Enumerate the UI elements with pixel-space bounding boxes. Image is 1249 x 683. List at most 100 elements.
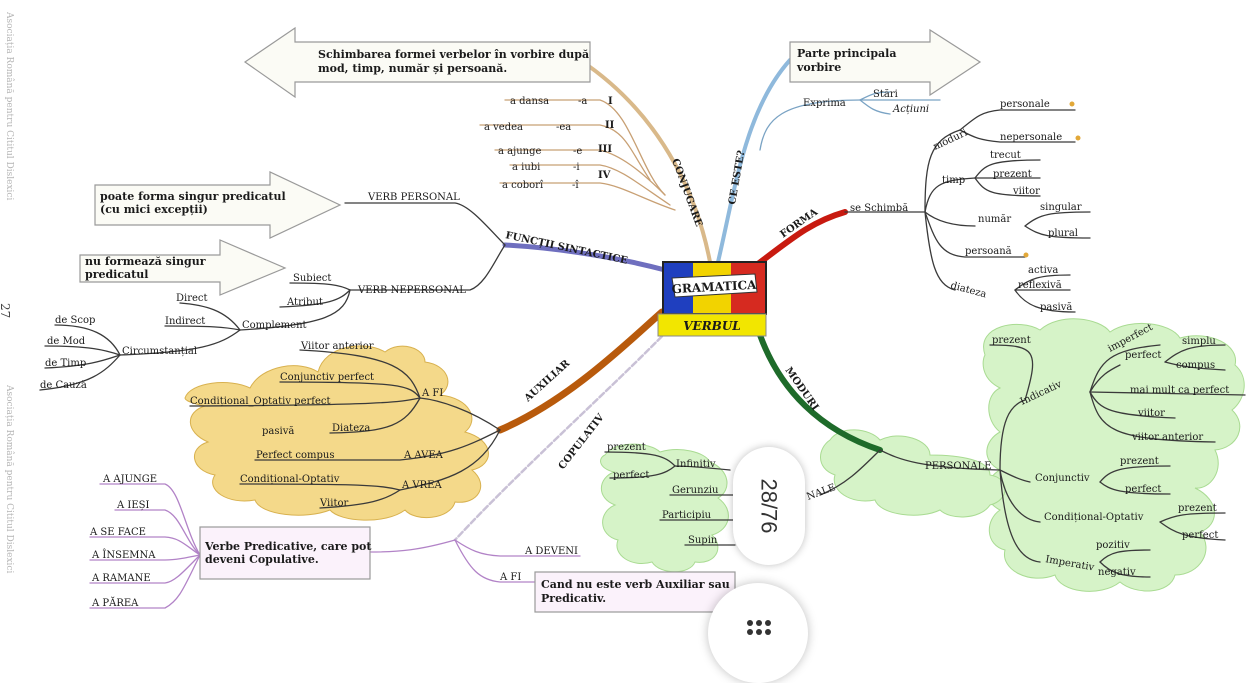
aux-perfect-compus: Perfect compus [256,450,334,461]
cop-verb-5: A RAMANE [91,573,151,584]
center-node: GRAMATICA VERBUL [657,261,767,337]
timp-trecut: trecut [990,150,1021,161]
ind-perfect: perfect [1125,350,1161,361]
conjunctiv-label: Conjunctiv [1035,473,1090,484]
cond-perfect: perfect [1182,530,1218,541]
branch-ce-este [716,58,792,264]
aux-a-fi: A FI [421,388,443,399]
center-subtitle: VERBUL [683,319,740,333]
sub-branches [39,59,1246,609]
nepersonal-note-line2: predicatul [85,268,148,281]
mind-map: GRAMATICA VERBUL CONJUGARE CE ESTE? FORM… [39,26,1246,613]
inf-prezent: prezent [607,442,646,453]
auxiliar-items: A FI Viitor anterior Conjunctiv perfect … [190,341,444,509]
arrow-conjugare-definition [243,26,591,99]
conj-ending-2: -ea [556,122,571,133]
grid-view-button[interactable] [708,583,808,683]
circ-mod: de Mod [47,336,86,347]
definition-arrows [79,26,982,296]
conj-verb-2: a vedea [484,122,523,133]
conjugare-rows: a dansa -a I a vedea -ea II a ajunge -e … [484,96,615,191]
conj-perfect: perfect [1125,484,1161,495]
cop-verb-2: A IEȘI [116,500,150,511]
se-schimba-label: se Schimbă [850,203,908,214]
aux-conditional-perfect: Condițional_Optativ perfect [190,396,331,407]
moduri-personale-label: PERSONALE [925,461,992,472]
ind-prezent: prezent [992,335,1031,346]
conj-ending-3: -e [573,146,582,157]
definition-texts: Schimbarea formei verbelor în vorbire du… [85,47,896,605]
arrow-personal-note [94,171,342,239]
persoana-label: persoană [965,246,1012,257]
arrow-nepersonal-note [79,239,287,296]
page-indicator-text: 28/76 [757,478,782,534]
conjugare-def-line1: Schimbarea formei verbelor în vorbire du… [318,48,589,61]
page-indicator[interactable]: 28/76 [733,447,805,565]
personale-dot [1069,101,1075,107]
a-fi-note-line2: Predicativ. [541,592,606,605]
copulativ-items: A AJUNGE A IEȘI A SE FACE A ÎNSEMNA A RA… [89,474,578,609]
sidebar-watermark-bottom: Asociația Română pentru Cititul Dislexic… [4,385,14,574]
cop-verb-6: A PĂREA [91,597,139,609]
green-cloud-background [600,318,1245,592]
center-title: GRAMATICA [671,278,757,296]
moduri-items: PERSONALE NALE Indicativ prezent imperfe… [607,322,1229,578]
role-complement: Complement [242,320,307,331]
moduri-personale: personale [1000,99,1050,110]
moduri-nepersonale: nepersonale [1000,132,1062,143]
complement-direct: Direct [176,293,208,304]
diateza-label: diateza [949,280,987,300]
persoana-dot [1023,252,1029,258]
diateza-reflexiva: reflexivă [1018,280,1062,291]
forma-items: se Schimbă moduri personale nepersonale … [850,99,1082,313]
numar-plural: plural [1048,228,1078,239]
exprima-label: Exprima [803,98,846,109]
conj-verb-3: a ajunge [498,146,541,157]
actiuni-item: Acțiuni [892,104,929,115]
nep-participiu: Participiu [662,510,712,521]
timp-prezent: prezent [993,169,1032,180]
personal-note-line1: poate forma singur predicatul [100,190,286,203]
nepersonale-dot [1075,135,1081,141]
nep-gerunziu: Gerunziu [672,485,719,496]
cop-a-deveni: A DEVENI [524,546,578,557]
branch-copulativ [453,328,670,542]
conj-verb-1: a dansa [510,96,549,107]
nepersonal-note-line1: nu formează singur [85,255,206,268]
role-subiect: Subiect [293,273,331,284]
label-copulativ: COPULATIV [557,412,607,472]
arrow-ce-este-definition [789,28,982,97]
main-branches [453,58,883,542]
diateza-pasiva: pasivă [1040,302,1072,313]
complement-circumstantial: Circumstanțial [122,346,197,357]
perfect-compus: compus [1176,360,1215,371]
moduri-nepersonale-partial: NALE [805,482,837,503]
cop-a-fi: A FI [499,572,521,583]
conj-group-3: III [598,144,612,155]
circ-cauza: de Cauză [40,380,87,391]
ind-viitor-anterior: viitor anterior [1131,432,1203,443]
branch-conjugare [578,58,712,264]
timp-label: timp [942,175,965,186]
predicative-note-line2: deveni Copulative. [205,553,319,566]
branch-moduri [757,332,883,453]
a-fi-note-box [534,571,736,613]
branch-auxiliar [496,308,666,434]
aux-a-vrea: A VREA [401,480,442,491]
nep-infinitiv: Infinitiv [676,459,716,470]
complement-indirect: Indirect [165,316,205,327]
role-atribut: Atribut [286,297,323,308]
stari-item: Stări [873,89,898,100]
numar-singular: singular [1040,202,1082,213]
label-ce-este: CE ESTE? [727,149,747,205]
ind-viitor: viitor [1137,408,1165,419]
aux-a-avea: A AVEA [403,450,444,461]
aux-conjunctiv-perfect: Conjunctiv perfect [280,372,374,383]
aux-pasiva: pasivă [262,426,294,437]
imp-pozitiv: pozitiv [1096,540,1130,551]
perfect-simplu: simplu [1182,336,1216,347]
cop-verb-1: A AJUNGE [102,474,157,485]
cop-verb-3: A SE FACE [89,527,146,538]
verb-nepersonal-label: VERB NEPERSONAL [357,285,466,296]
aux-viitor: Viitor [319,498,348,509]
